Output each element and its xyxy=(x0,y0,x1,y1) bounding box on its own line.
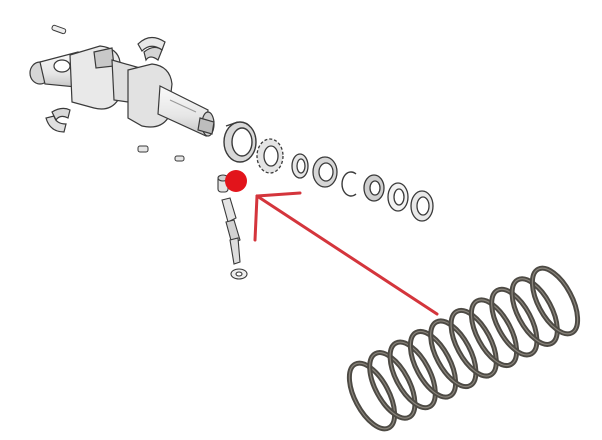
spring-callout-arrow xyxy=(253,191,439,316)
spring-coil-highlight xyxy=(491,288,538,356)
crankshaft xyxy=(29,45,215,137)
spacers-and-seals xyxy=(291,153,434,222)
main-bearing-shell-top xyxy=(137,36,166,62)
bearing-ring xyxy=(223,121,257,163)
main-bearing-shell-bottom xyxy=(45,107,71,133)
spring-coil-highlight xyxy=(348,362,396,430)
spring-coil-highlight xyxy=(430,320,477,388)
woodruff-keys xyxy=(137,145,185,162)
circlip xyxy=(341,171,357,197)
spring-coil-highlight xyxy=(511,278,558,345)
spring-coil-highlight xyxy=(470,299,518,367)
coil-spring xyxy=(346,265,581,432)
spring-coil-highlight xyxy=(389,341,436,409)
red-dot-marker-icon xyxy=(225,170,247,192)
spring-coil-highlight xyxy=(409,330,457,398)
gear xyxy=(256,138,284,174)
dowel-pin xyxy=(51,24,67,35)
spring-coil-highlight xyxy=(450,309,497,377)
spring-coil-highlight xyxy=(531,267,579,335)
spring-coil-highlight xyxy=(369,352,416,419)
